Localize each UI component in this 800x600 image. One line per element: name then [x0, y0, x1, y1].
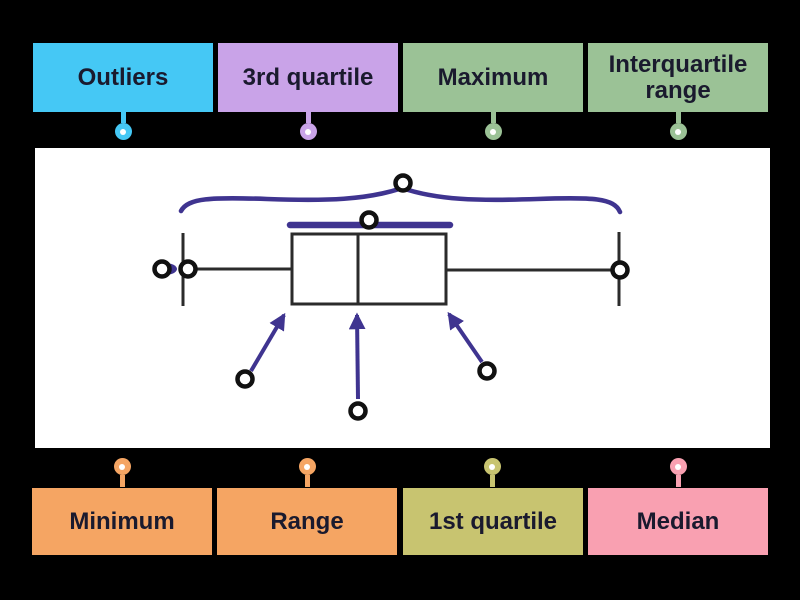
range-brace — [178, 185, 623, 215]
pin-stem — [489, 475, 495, 487]
pin-icon — [669, 458, 687, 487]
pin-dot — [305, 128, 311, 135]
diagram-panel — [35, 148, 770, 448]
pin-icon — [484, 111, 502, 140]
label-card-outliers[interactable]: Outliers — [33, 43, 213, 112]
label-card-median[interactable]: Median — [588, 488, 768, 555]
box-plot-diagram — [152, 173, 630, 421]
pin-icon — [298, 458, 316, 487]
pin-head — [669, 123, 687, 140]
pin-stem — [119, 475, 125, 487]
pin-dot — [304, 463, 310, 470]
pin-stem — [490, 111, 496, 123]
label-card-maximum[interactable]: Maximum — [403, 43, 583, 112]
pin-head — [483, 458, 501, 475]
pin-head — [669, 458, 687, 475]
target-left-whisker-cap[interactable] — [178, 259, 198, 279]
pin-dot — [489, 463, 495, 470]
pin-icon — [113, 458, 131, 487]
label-card-3rd-quartile[interactable]: 3rd quartile — [218, 43, 398, 112]
box-right-edge-arrow — [447, 311, 484, 364]
target-top-brace[interactable] — [393, 173, 413, 193]
pin-dot — [120, 128, 126, 135]
target-right-whisker-cap[interactable] — [610, 260, 630, 280]
pin-stem — [675, 111, 681, 123]
box-left-edge-arrow — [249, 312, 286, 373]
pin-icon — [299, 111, 317, 140]
box-plot-box — [290, 232, 448, 306]
label-card-minimum[interactable]: Minimum — [32, 488, 212, 555]
pin-head — [298, 458, 316, 475]
pin-stem — [675, 475, 681, 487]
label-card-interquartile-range[interactable]: Interquartile range — [588, 43, 768, 112]
pin-dot — [675, 463, 681, 470]
pin-icon — [114, 111, 132, 140]
pin-stem — [305, 111, 311, 123]
label-card-1st-quartile[interactable]: 1st quartile — [403, 488, 583, 555]
pin-head — [484, 123, 502, 140]
pin-stem — [304, 475, 310, 487]
pin-icon — [669, 111, 687, 140]
pin-icon — [483, 458, 501, 487]
pin-dot — [119, 463, 125, 470]
pin-dot — [490, 128, 496, 135]
pin-head — [299, 123, 317, 140]
pin-dot — [675, 128, 681, 135]
pin-head — [113, 458, 131, 475]
target-box-left-edge[interactable] — [235, 369, 255, 389]
pin-stem — [120, 111, 126, 123]
target-interquartile-bar[interactable] — [359, 210, 379, 230]
median-line-arrow — [348, 312, 366, 400]
pin-head — [114, 123, 132, 140]
target-median-line[interactable] — [348, 401, 368, 421]
label-card-range[interactable]: Range — [217, 488, 397, 555]
target-left-outlier-dot[interactable] — [152, 259, 172, 279]
target-box-right-edge[interactable] — [477, 361, 497, 381]
